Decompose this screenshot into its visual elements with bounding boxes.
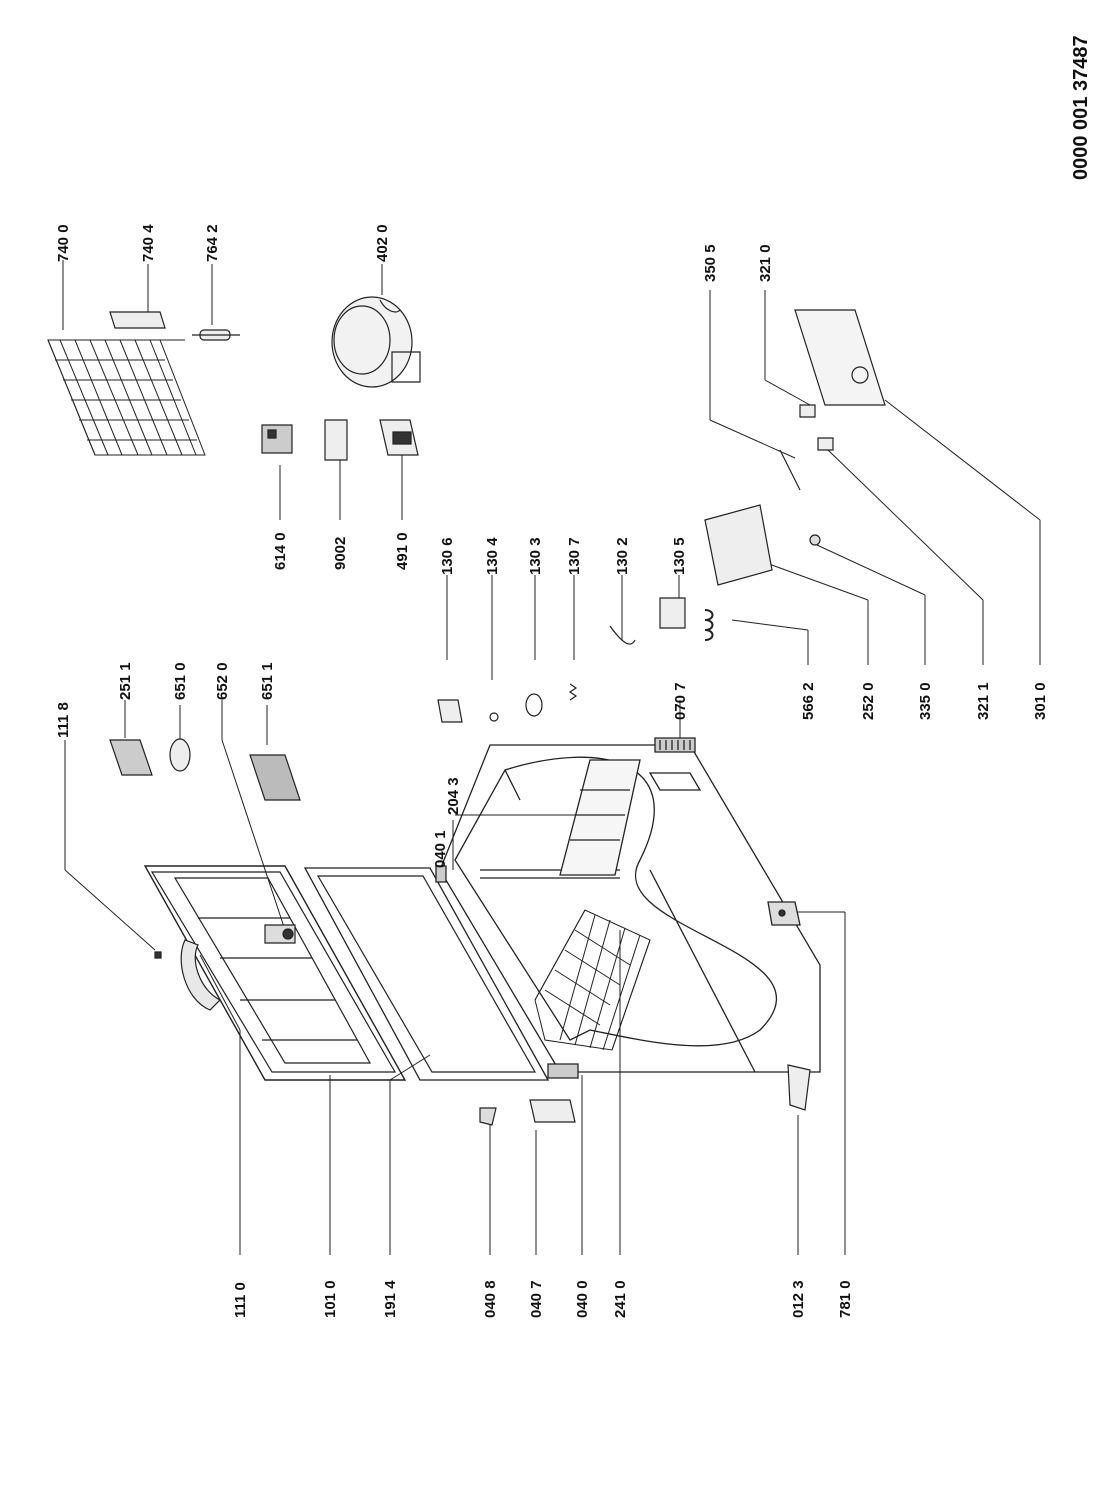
label-130-5: 130 5 — [671, 537, 688, 575]
label-040-0: 040 0 — [574, 1280, 591, 1318]
cabinet-body — [436, 738, 820, 1078]
label-241-0: 241 0 — [612, 1280, 629, 1318]
condenser-bracket — [110, 312, 165, 328]
label-350-5: 350 5 — [702, 244, 719, 282]
label-111-8: 111 8 — [55, 702, 72, 738]
label-402-0: 402 0 — [374, 224, 391, 262]
door-gasket — [305, 868, 548, 1080]
electrical-components — [262, 420, 418, 460]
lamp-components — [110, 739, 300, 800]
loose-parts — [480, 1065, 810, 1125]
control-panel-parts — [705, 310, 885, 585]
label-335-0: 335 0 — [917, 682, 934, 720]
label-652-0: 652 0 — [214, 662, 231, 700]
label-781-0: 781 0 — [837, 1280, 854, 1318]
label-070-7: 070 7 — [672, 682, 689, 720]
label-191-4: 191 4 — [382, 1280, 399, 1318]
label-764-2: 764 2 — [204, 224, 221, 262]
label-651-1: 651 1 — [259, 662, 276, 700]
label-130-6: 130 6 — [439, 537, 456, 575]
label-130-4: 130 4 — [484, 537, 501, 575]
label-040-7: 040 7 — [528, 1280, 545, 1318]
leader-lines — [63, 260, 1040, 1255]
label-130-2: 130 2 — [614, 537, 631, 575]
label-566-2: 566 2 — [800, 682, 817, 720]
label-040-8: 040 8 — [482, 1280, 499, 1318]
label-9002: 9002 — [332, 536, 349, 570]
label-321-0: 321 0 — [757, 244, 774, 282]
label-101-0: 101 0 — [322, 1280, 339, 1318]
label-204-3: 204 3 — [445, 777, 462, 815]
label-740-4: 740 4 — [140, 224, 157, 262]
wire-basket — [535, 910, 650, 1050]
label-651-0: 651 0 — [172, 662, 189, 700]
label-111-0: 111 0 — [232, 1282, 249, 1318]
label-321-1: 321 1 — [975, 682, 992, 720]
label-301-0: 301 0 — [1032, 682, 1049, 720]
condenser-coil — [48, 340, 205, 455]
label-491-0: 491 0 — [394, 532, 411, 570]
lid-assembly — [145, 866, 405, 1080]
label-130-7: 130 7 — [566, 537, 583, 575]
compressor — [332, 297, 420, 387]
label-130-3: 130 3 — [527, 537, 544, 575]
label-040-1: 040 1 — [432, 830, 449, 868]
label-251-1: 251 1 — [117, 662, 134, 700]
document-id: 0000 001 37487 — [1070, 35, 1092, 180]
label-252-0: 252 0 — [860, 682, 877, 720]
small-parts — [438, 598, 713, 722]
label-012-3: 012 3 — [790, 1280, 807, 1318]
label-614-0: 614 0 — [272, 532, 289, 570]
label-740-0: 740 0 — [55, 224, 72, 262]
